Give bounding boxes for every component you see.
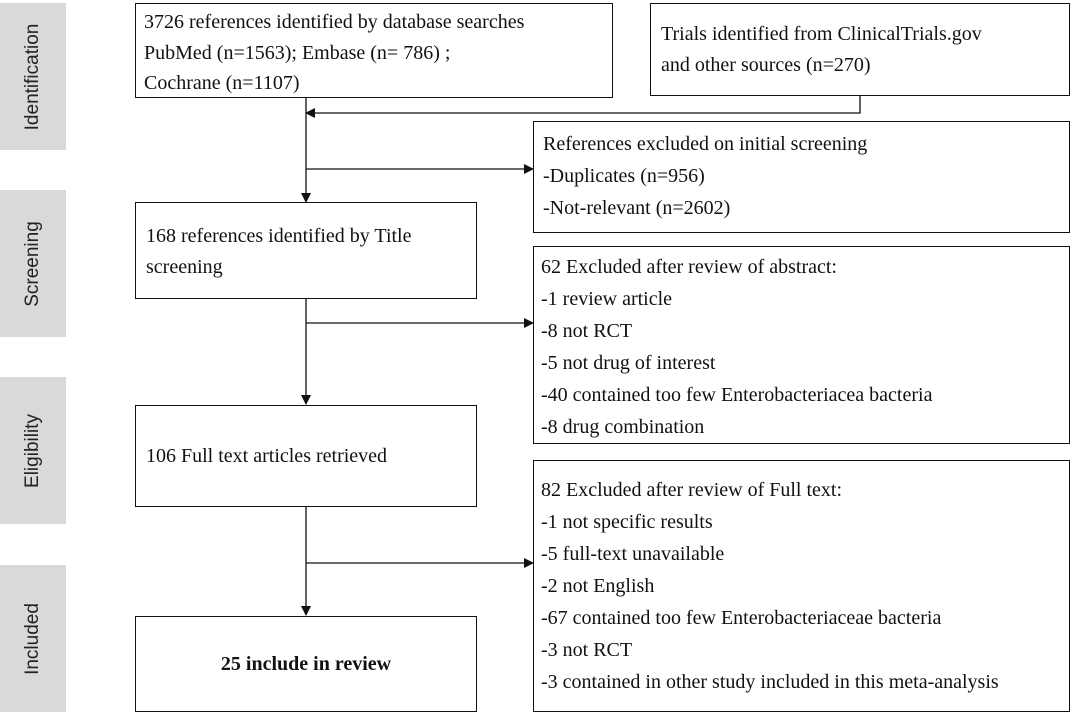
trials-merge-connector <box>305 96 861 118</box>
trials-box: Trials identified from ClinicalTrials.go… <box>650 3 1070 96</box>
excluded-initial-line-2: -Duplicates (n=956) <box>543 165 705 187</box>
full-text-box: 106 Full text articles retrieved <box>135 405 477 507</box>
title-screening-line-2: screening <box>146 256 223 278</box>
included-line-1: 25 include in review <box>220 652 392 675</box>
excluded-fulltext-line-2: -1 not specific results <box>541 511 713 533</box>
database-line-1: 3726 references identified by database s… <box>144 11 525 33</box>
trials-line-2: and other sources (n=270) <box>661 54 871 76</box>
excluded-abstract-line-3: -8 not RCT <box>541 320 633 342</box>
excluded-initial-line-3: -Not-relevant (n=2602) <box>543 197 731 219</box>
excluded-abstract-line-4: -5 not drug of interest <box>541 352 716 374</box>
excluded-fulltext-line-7: -3 contained in other study included in … <box>541 671 999 693</box>
excluded-initial-box: References excluded on initial screening… <box>533 121 1070 233</box>
title-screening-line-1: 168 references identified by Title <box>146 225 412 247</box>
trials-line-1: Trials identified from ClinicalTrials.go… <box>661 23 982 45</box>
excluded-abstract-line-5: -40 contained too few Enterobacteriacea … <box>541 384 933 406</box>
included-box: 25 include in review <box>135 616 477 712</box>
excluded-fulltext-box: 82 Excluded after review of Full text: -… <box>533 460 1070 712</box>
excluded-abstract-line-2: -1 review article <box>541 288 673 310</box>
stage-eligibility: Eligibility <box>0 377 66 524</box>
excluded-initial-line-1: References excluded on initial screening <box>543 133 868 155</box>
title-screening-box: 168 references identified by Title scree… <box>135 202 477 299</box>
excluded-fulltext-line-3: -5 full-text unavailable <box>541 543 725 565</box>
excluded-fulltext-line-4: -2 not English <box>541 575 655 597</box>
stage-screening: Screening <box>0 190 66 337</box>
database-line-2: PubMed (n=1563); Embase (n= 786) ; <box>144 42 451 64</box>
excluded-fulltext-line-6: -3 not RCT <box>541 639 633 661</box>
stage-included: Included <box>0 565 66 712</box>
full-text-line-1: 106 Full text articles retrieved <box>146 445 388 467</box>
excluded-abstract-line-1: 62 Excluded after review of abstract: <box>541 256 837 278</box>
excluded-fulltext-line-1: 82 Excluded after review of Full text: <box>541 479 843 501</box>
excluded-abstract-box: 62 Excluded after review of abstract: -1… <box>533 246 1070 444</box>
excluded-abstract-line-6: -8 drug combination <box>541 416 705 438</box>
database-line-3: Cochrane (n=1107) <box>144 72 300 94</box>
excluded-fulltext-line-5: -67 contained too few Enterobacteriaceae… <box>541 607 942 629</box>
database-search-box: 3726 references identified by database s… <box>135 3 613 98</box>
stage-identification: Identification <box>0 3 66 150</box>
